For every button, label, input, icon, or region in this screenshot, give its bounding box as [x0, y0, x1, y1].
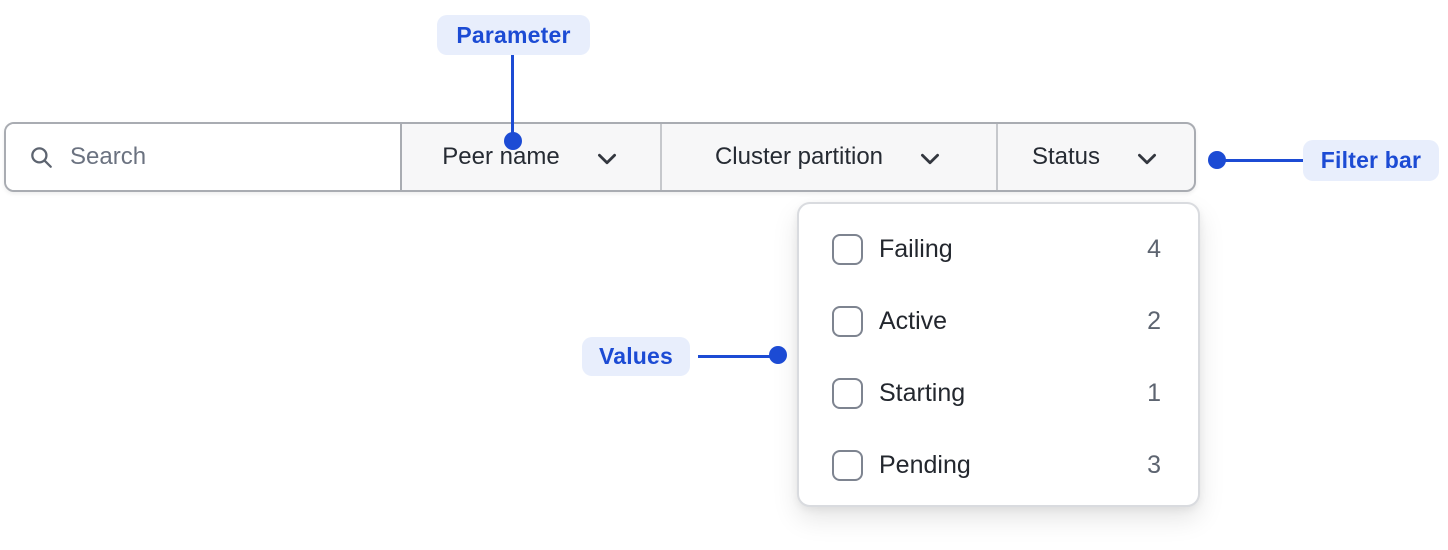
chevron-down-icon [921, 153, 940, 164]
option-count: 4 [1147, 234, 1161, 263]
search-input[interactable] [70, 143, 370, 171]
filter-bar-connector-line [1217, 159, 1303, 162]
dropdown-peer-name-label: Peer name [442, 143, 560, 170]
status-option-active[interactable]: Active 2 [799, 285, 1198, 357]
values-connector-line [698, 355, 771, 358]
filter-bar-callout-badge: Filter bar [1303, 140, 1439, 181]
checkbox-pending[interactable] [832, 449, 863, 481]
status-option-failing[interactable]: Failing 4 [799, 213, 1198, 285]
status-dropdown-panel: Failing 4 Active 2 Starting 1 Pending 3 [797, 202, 1200, 507]
parameter-connector-dot [504, 132, 522, 150]
filter-bar: Peer name Cluster partition Status [4, 122, 1196, 192]
checkbox-active[interactable] [832, 305, 863, 337]
dropdown-status[interactable]: Status [996, 124, 1194, 190]
checkbox-starting[interactable] [832, 377, 863, 409]
option-label: Starting [879, 378, 966, 407]
option-count: 3 [1147, 450, 1161, 479]
chevron-down-icon [597, 153, 616, 164]
search-icon [31, 147, 52, 168]
filter-bar-connector-dot [1208, 151, 1226, 169]
option-count: 1 [1147, 378, 1161, 407]
option-label: Pending [879, 450, 971, 479]
parameter-callout-badge: Parameter [437, 15, 590, 55]
dropdown-status-label: Status [1031, 143, 1101, 170]
status-option-pending[interactable]: Pending 3 [799, 429, 1198, 501]
dropdown-peer-name[interactable]: Peer name [402, 124, 660, 190]
search-field[interactable] [6, 124, 402, 190]
dropdown-cluster-partition-label: Cluster partition [714, 143, 884, 170]
parameter-connector-line [511, 55, 514, 143]
option-label: Failing [879, 234, 953, 263]
values-connector-dot [769, 346, 787, 364]
chevron-down-icon [1138, 153, 1157, 164]
values-callout-badge: Values [582, 337, 690, 376]
checkbox-failing[interactable] [832, 233, 863, 265]
option-count: 2 [1147, 306, 1161, 335]
dropdown-cluster-partition[interactable]: Cluster partition [660, 124, 996, 190]
status-option-starting[interactable]: Starting 1 [799, 357, 1198, 429]
option-label: Active [879, 306, 948, 335]
